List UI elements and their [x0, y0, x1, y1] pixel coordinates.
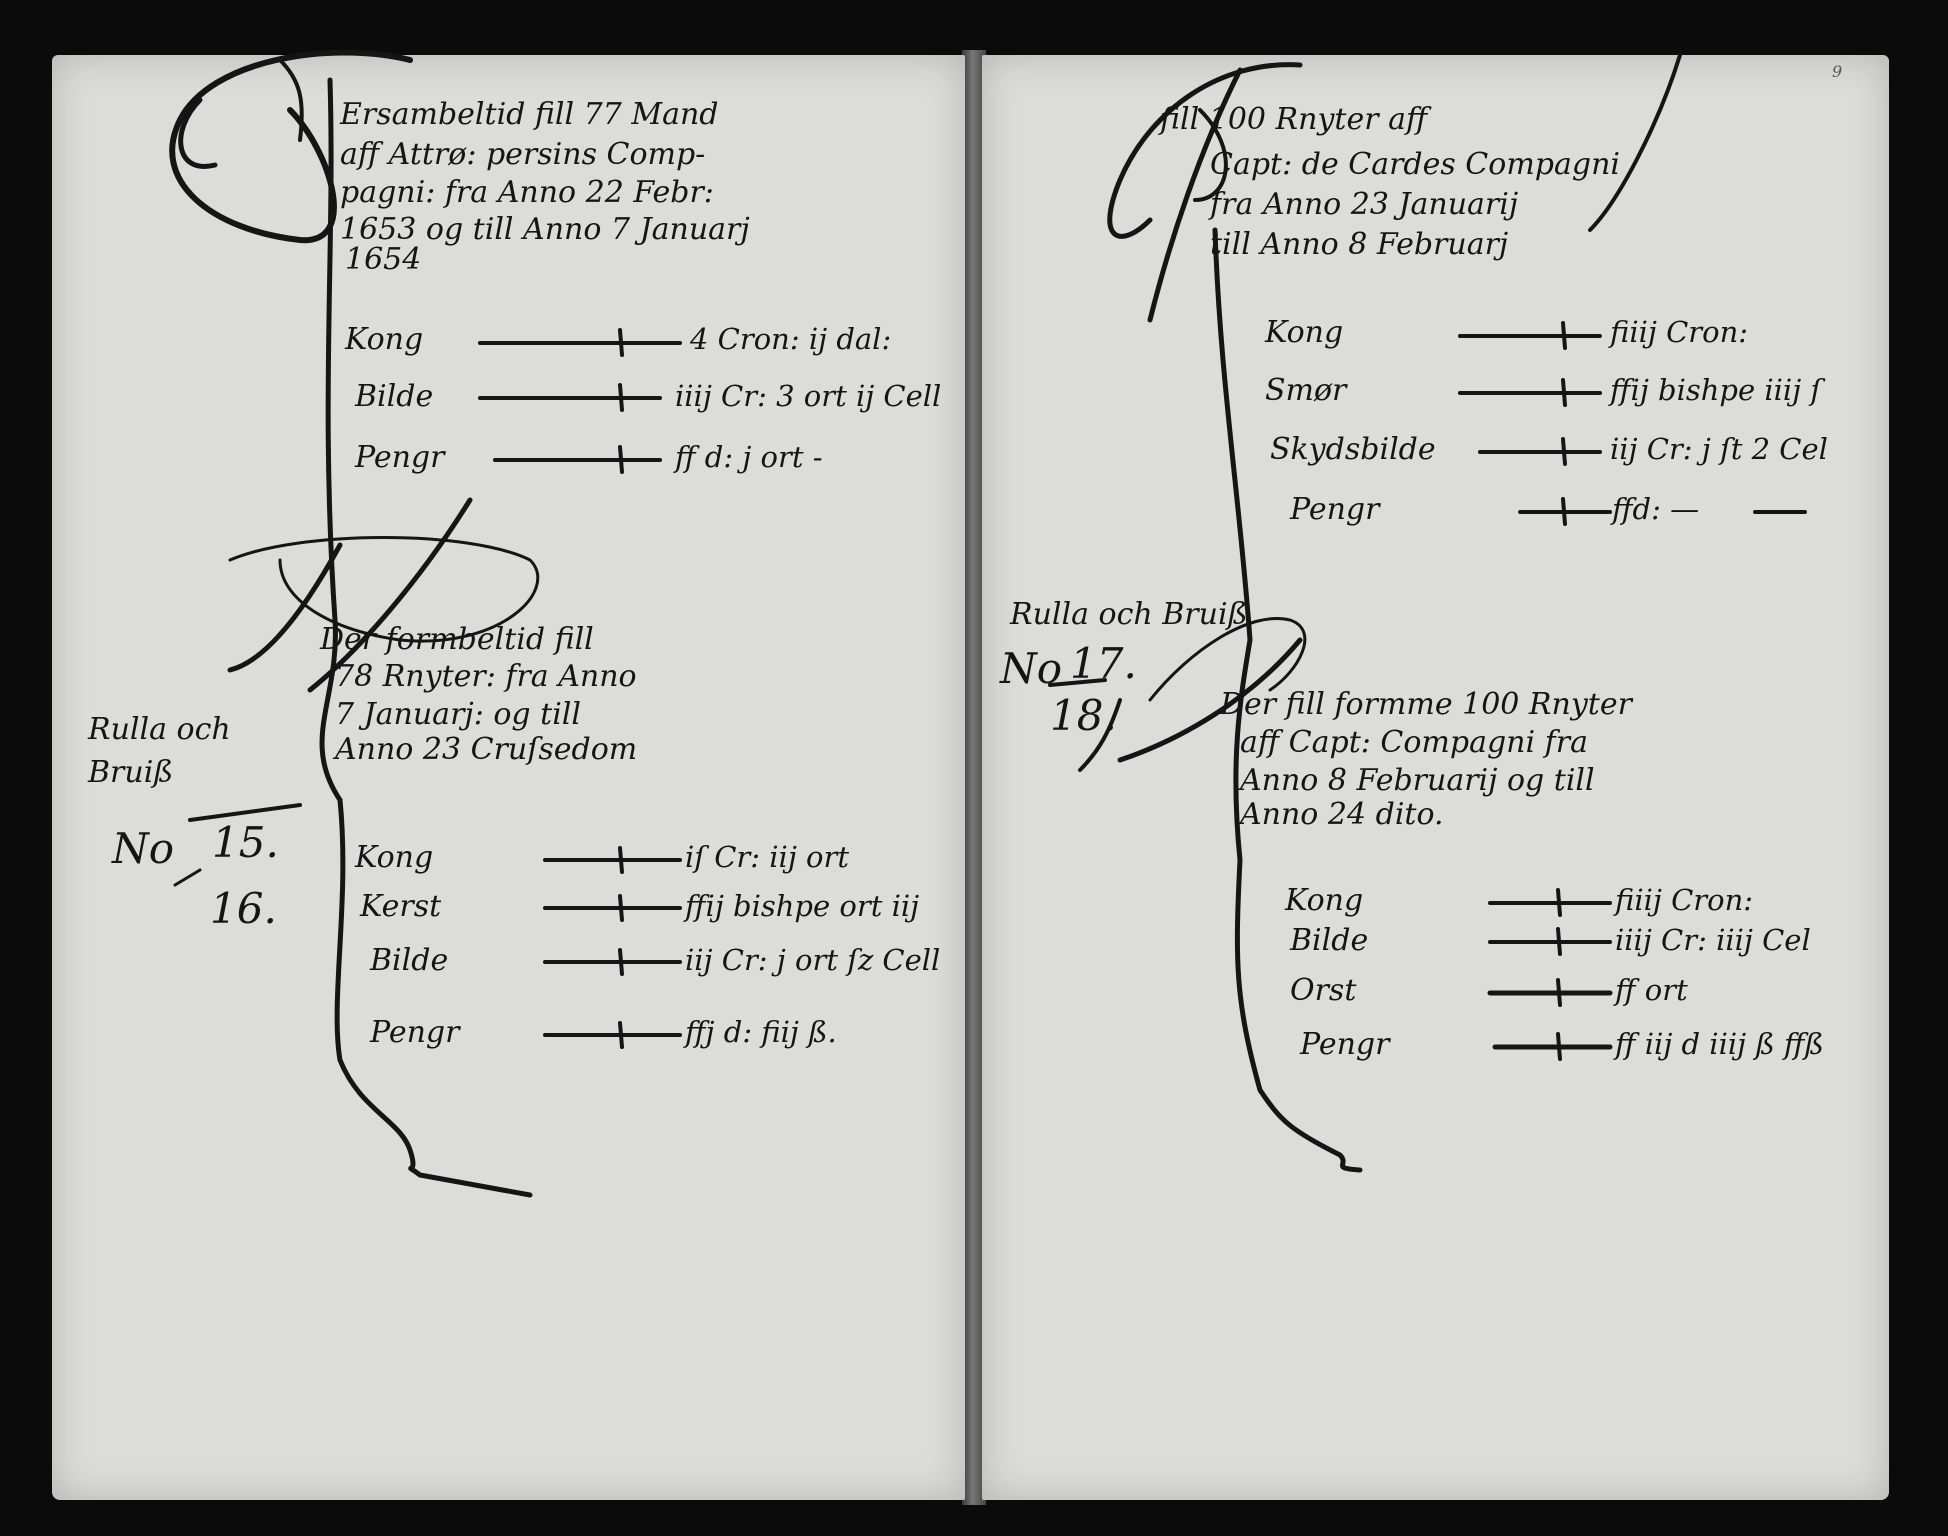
left-s2-entry-1-label: Kong	[355, 840, 434, 875]
right-s1-entry-4-value: ffd: —	[1612, 492, 1700, 526]
left-s2-heading-line-3: 7 Januarj: og till	[335, 697, 581, 732]
left-s1-entry-2-value: iiij Cr: 3 ort ij Cell	[675, 379, 942, 413]
right-margin-note-line-1: Rulla och Bruiß	[1010, 597, 1248, 632]
right-s2-heading-line-4: Anno 24 dito.	[1240, 797, 1444, 832]
left-number-ref-top: 15.	[212, 818, 279, 867]
left-s1-entry-1-value: 4 Cron: ij dal:	[690, 322, 892, 356]
right-s2-entry-3-label: Orst	[1290, 973, 1357, 1008]
left-margin-note-line-1: Rulla och	[88, 712, 231, 747]
left-s2-entry-4-value: ffj d: fiij ß.	[685, 1015, 837, 1049]
right-s2-entry-1-value: fiiij Cron:	[1615, 883, 1754, 917]
left-number-ref-prefix: No	[112, 824, 175, 873]
left-s2-heading-line-1: Der formbeltid fill	[320, 622, 594, 657]
left-bracket-line	[319, 77, 533, 1198]
right-number-ref-bottom: 18.	[1050, 691, 1117, 740]
left-s2-heading-line-4: Anno 23 Cruſsedom	[335, 732, 638, 767]
left-s2-entry-3-value: iij Cr: j ort ſz Cell	[685, 943, 941, 977]
right-s2-entry-4-value: ff iij d iiij ß ffß	[1615, 1027, 1824, 1061]
right-s1-heading-line-1: fill 100 Rnyter aff	[1160, 102, 1428, 137]
right-s2-heading-line-3: Anno 8 Februarij og till	[1240, 763, 1595, 798]
left-margin-note-line-2: Bruiß	[88, 755, 174, 790]
left-s1-heading-line-4: 1653 og till Anno 7 Januarj	[340, 212, 750, 247]
left-s2-entry-2-label: Kerst	[360, 889, 442, 924]
left-s1-heading-line-5: 1654	[345, 242, 422, 277]
right-bracket-line	[1212, 227, 1363, 1173]
right-s1-entry-1-value: fiiij Cron:	[1610, 315, 1749, 349]
right-s1-entry-1-label: Kong	[1265, 315, 1344, 350]
left-s2-heading-line-2: 78 Rnyter: fra Anno	[335, 659, 637, 694]
right-second-initial	[1148, 617, 1307, 702]
folio-number: 9	[1832, 62, 1843, 81]
right-s2-entry-2-label: Bilde	[1290, 923, 1369, 958]
right-s2-entry-1-label: Kong	[1285, 883, 1364, 918]
left-s2-entry-4-label: Pengr	[370, 1015, 460, 1050]
left-second-initial	[228, 536, 540, 643]
left-s1-entry-1-label: Kong	[345, 322, 424, 357]
left-s1-entry-2-label: Bilde	[355, 379, 434, 414]
right-s2-heading-line-1: Der fill formme 100 Rnyter	[1220, 687, 1632, 722]
left-s1-entry-3-value: ff d: j ort -	[675, 440, 823, 474]
left-s2-entry-1-value: iſ Cr: iij ort	[685, 840, 850, 874]
right-page	[982, 55, 1889, 1500]
left-s1-entry-3-label: Pengr	[355, 440, 445, 475]
left-s2-entry-2-value: ffij bishpe ort iij	[685, 889, 920, 923]
left-page	[52, 55, 965, 1500]
right-s1-entry-2-label: Smør	[1265, 373, 1347, 408]
right-number-ref-top: 17.	[1070, 639, 1137, 688]
right-s1-entry-3-value: iij Cr: j ſt 2 Cel	[1610, 432, 1828, 466]
right-s1-heading-line-4: till Anno 8 Februarj	[1210, 227, 1509, 262]
left-s2-entry-3-label: Bilde	[370, 943, 449, 978]
left-number-ref-bottom: 16.	[210, 884, 277, 933]
right-s1-entry-2-value: ffij bishpe iiij ſ	[1610, 373, 1822, 407]
right-s1-heading-line-2: Capt: de Cardes Compagni	[1210, 147, 1620, 182]
right-s2-heading-line-2: aff Capt: Compagni fra	[1240, 725, 1588, 760]
right-s1-entry-3-label: Skydsbilde	[1270, 432, 1436, 467]
right-s1-entry-4-label: Pengr	[1290, 492, 1380, 527]
right-s2-entry-2-value: iiij Cr: iiij Cel	[1615, 923, 1811, 957]
right-s1-heading-line-3: fra Anno 23 Januarij	[1210, 187, 1519, 222]
right-s2-entry-3-value: ff ort	[1615, 973, 1688, 1007]
right-s2-entry-4-label: Pengr	[1300, 1027, 1390, 1062]
left-s1-heading-line-2: aff Attrø: persins Comp-	[340, 137, 706, 172]
left-s1-heading-line-3: pagni: fra Anno 22 Febr:	[340, 175, 714, 210]
left-initial-flourish	[169, 49, 413, 244]
right-number-ref-prefix: No	[1000, 644, 1063, 693]
left-s1-heading-line-1: Ersambeltid fill 77 Mand	[340, 97, 719, 132]
